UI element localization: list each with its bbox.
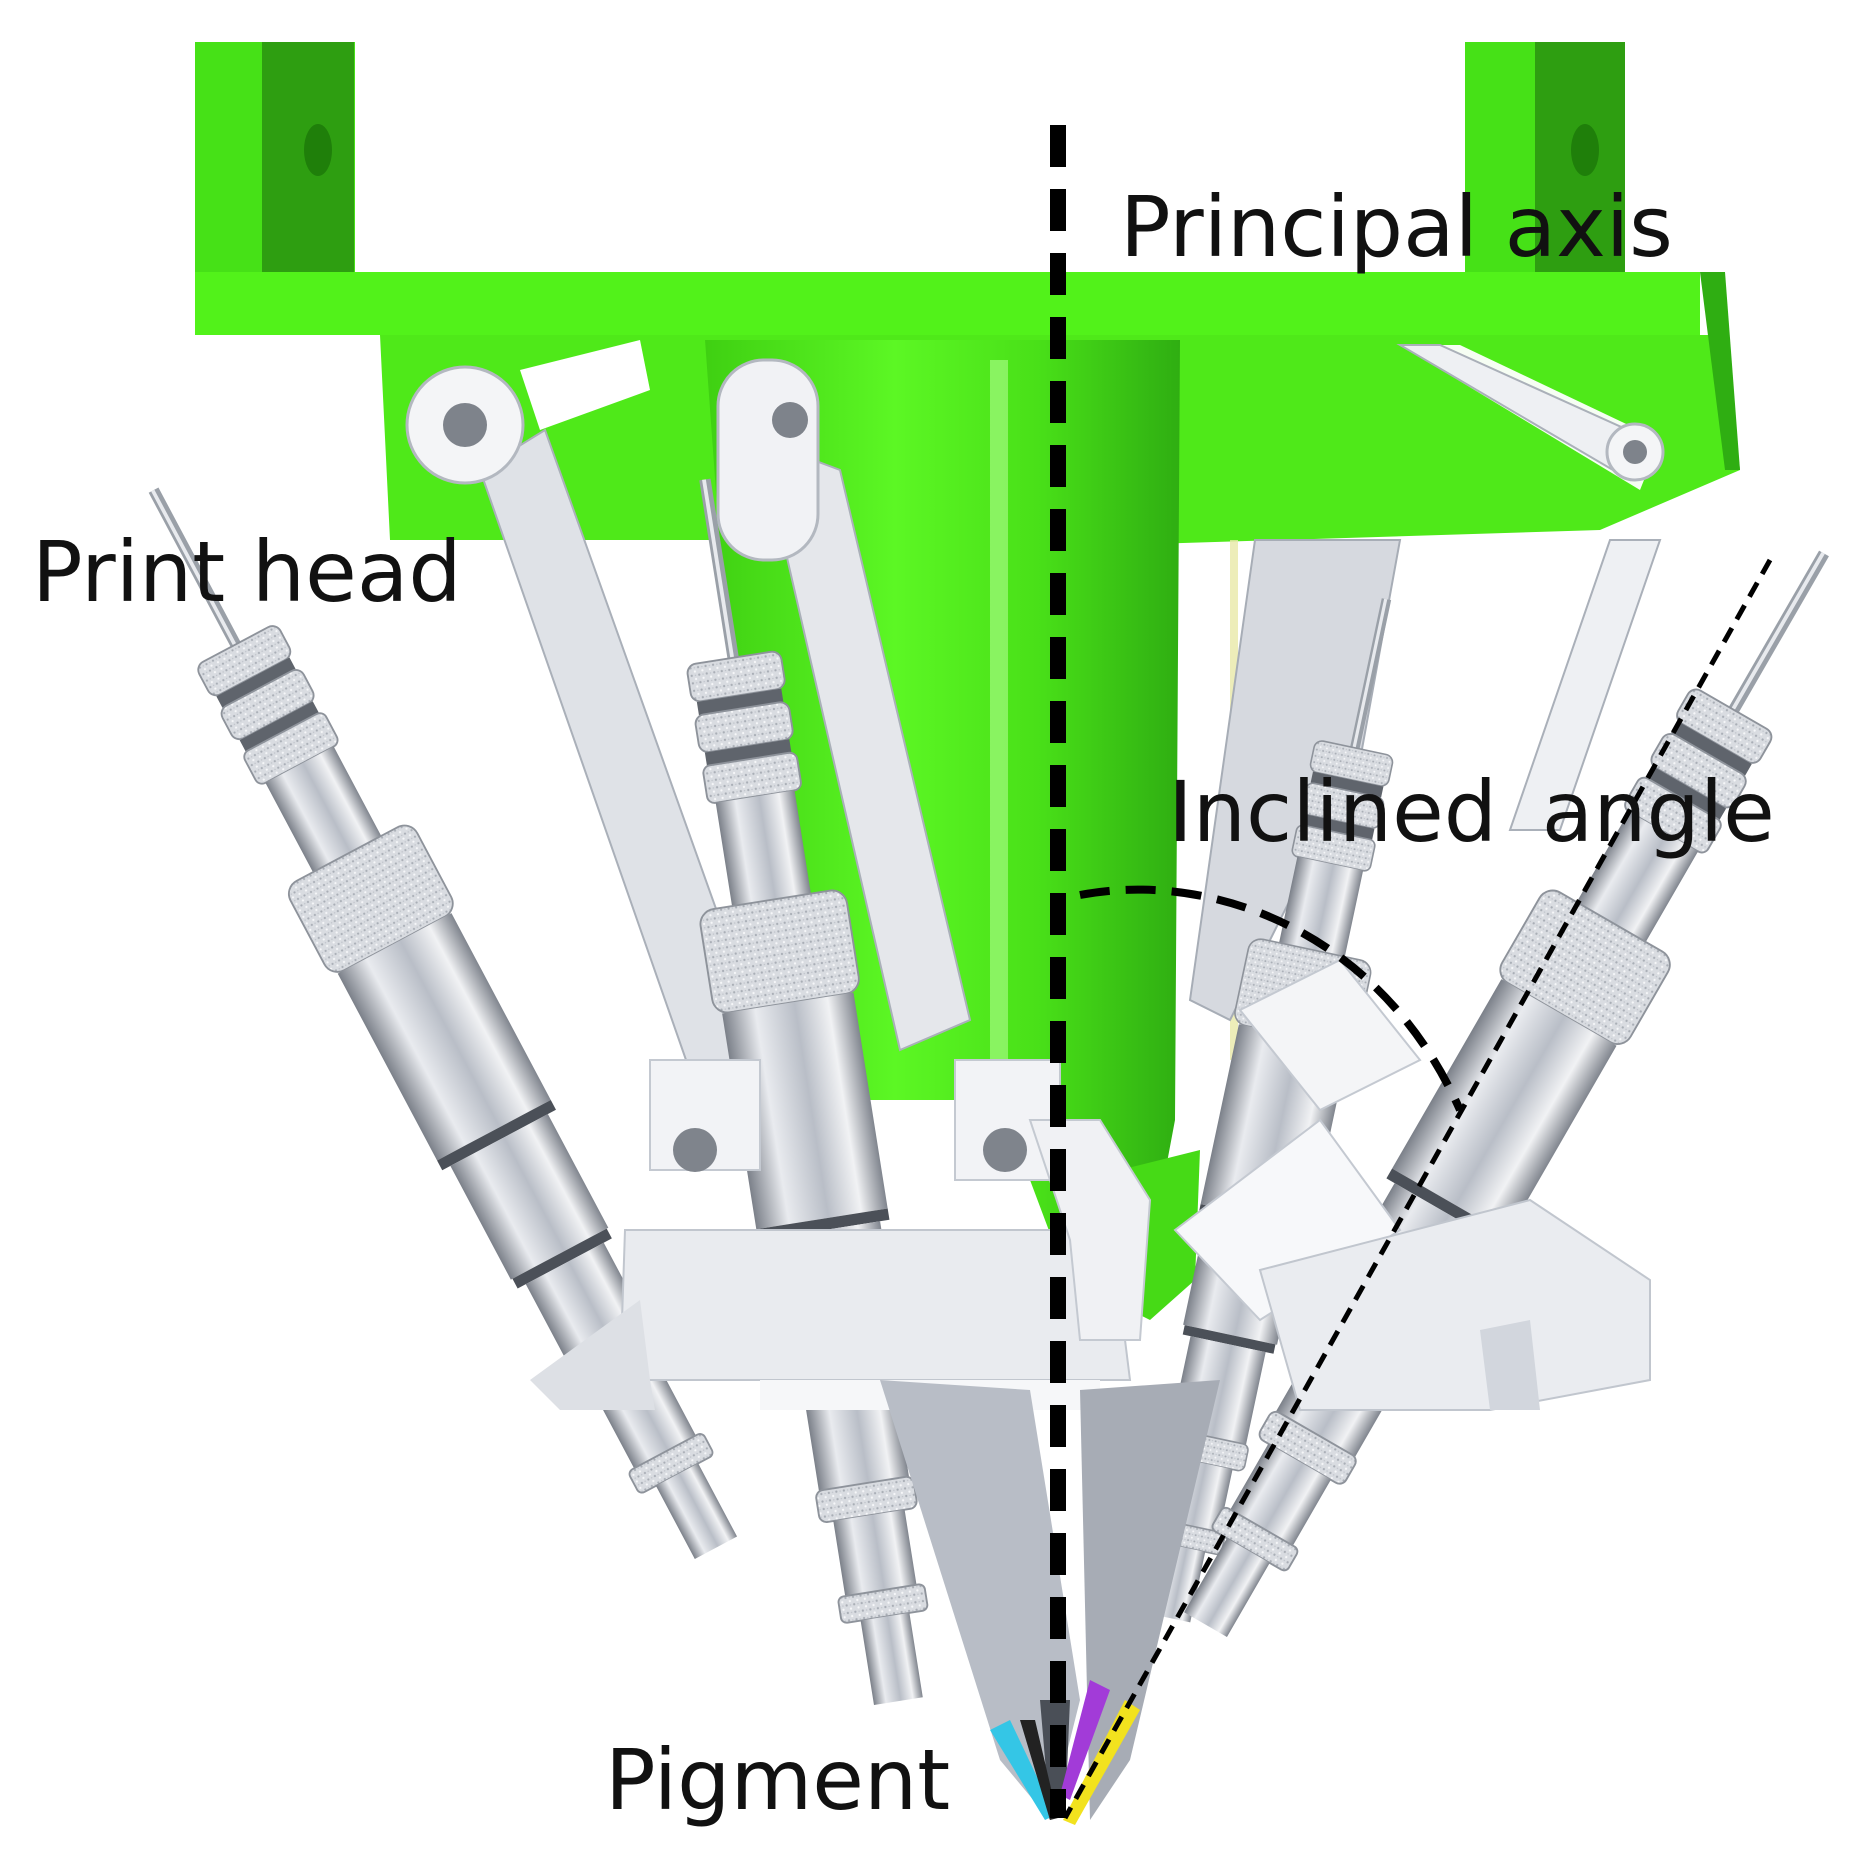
pigment-label: Pigment [605, 1731, 951, 1829]
inclined-angle-arc [1079, 885, 1464, 1112]
right-linkage [1188, 344, 1665, 1022]
principal-axis-label: Principal axis [1120, 178, 1673, 276]
print-head-axis-line [1062, 558, 1773, 1820]
print-head-label: Print head [32, 523, 462, 621]
left-linkage [405, 358, 972, 1102]
inclined-angle-label: Inclined angle [1168, 763, 1775, 861]
white-mount-blocks [530, 958, 1651, 1411]
pigment-streams [990, 1680, 1140, 1825]
